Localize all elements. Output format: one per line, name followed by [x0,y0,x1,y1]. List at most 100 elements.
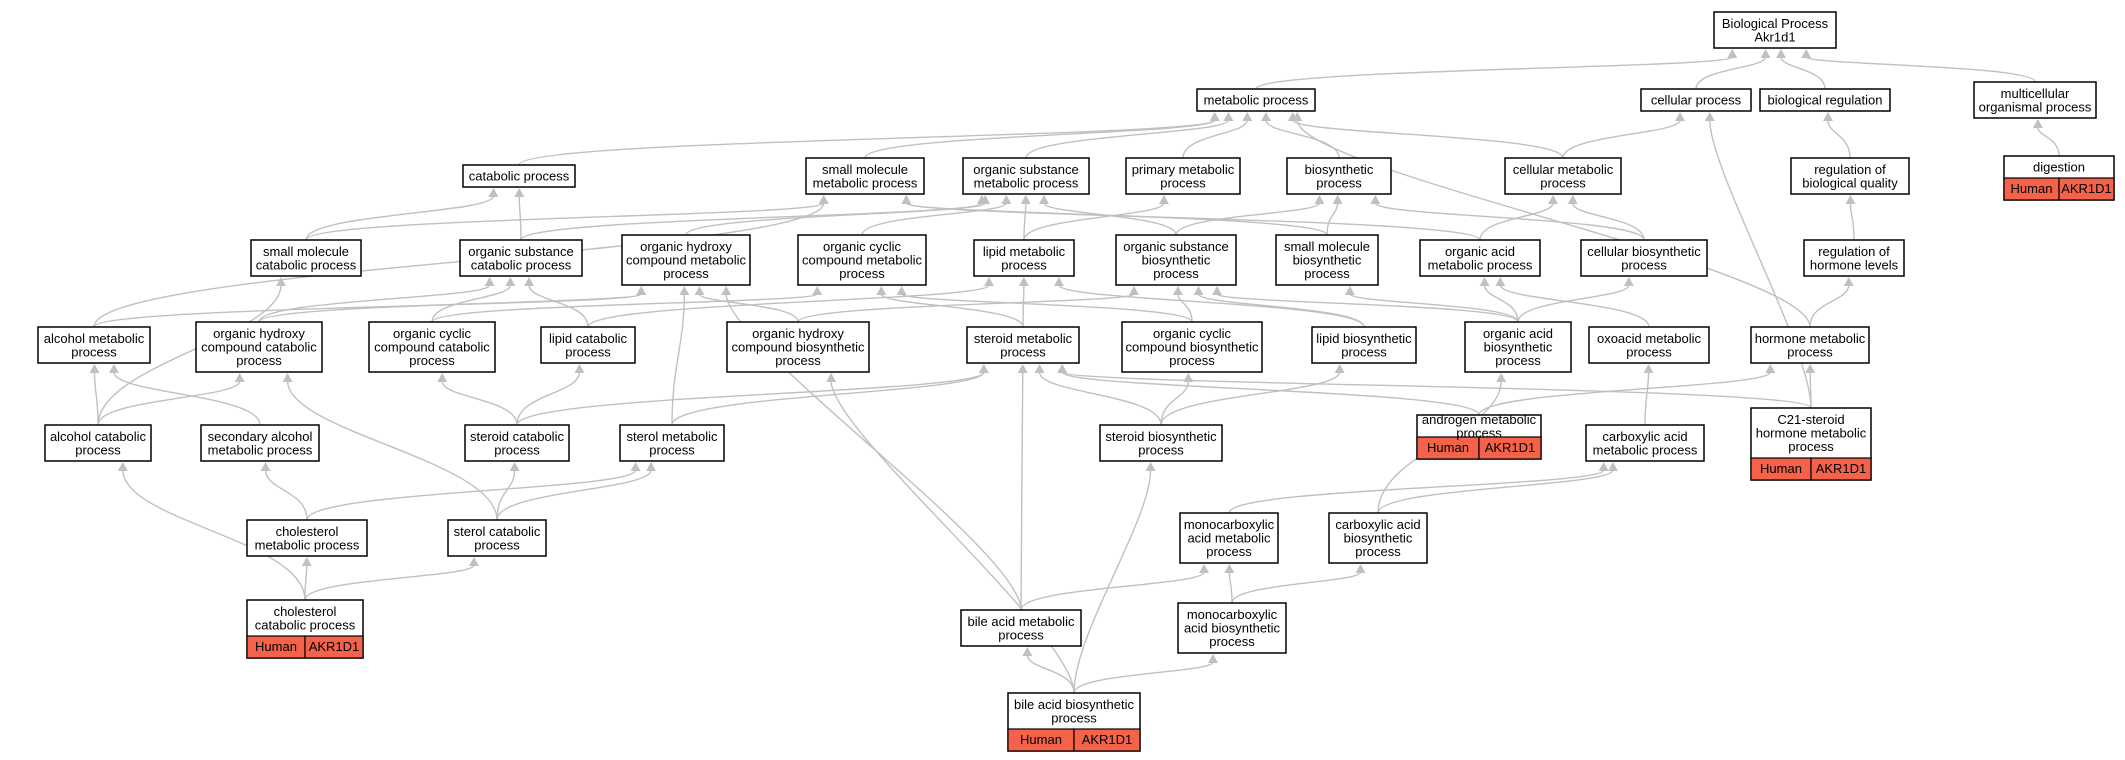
node-box [1504,157,1622,195]
edge-line [1644,371,1650,426]
edge-line [258,284,491,323]
go-term-node[interactable]: cellular process [1640,88,1752,112]
node-label-line: compound catabolic [374,340,490,355]
edge-arrowhead [901,195,912,204]
node-label-line: metabolic process [1593,442,1698,457]
edge-line [864,119,1216,159]
node-label-line: process [494,442,540,457]
node-label-line: biosynthetic [1305,162,1374,177]
edge-line [1827,119,1851,159]
edge-line [880,293,1024,328]
node-label-line: process [1304,266,1350,281]
edge-line [1517,284,1630,323]
edge-line [305,202,825,241]
edge-arrowhead [574,364,585,373]
edge-arrowhead [1212,286,1223,295]
edge-arrowhead [276,277,287,286]
node-box [1125,157,1241,195]
node-box [246,519,368,557]
node-label-line: process [474,537,520,552]
node-label-line: Biological Process [1722,16,1829,31]
edge-arrowhead [509,462,520,471]
edge-line [496,469,652,521]
edge-arrowhead [1805,364,1816,373]
node-label-line: biological quality [1802,175,1898,190]
edge-arrowhead [1332,195,1343,204]
edge-line [1025,119,1230,159]
edge-line [97,284,282,426]
edge-line [1061,371,1812,409]
node-label-line: process [775,353,821,368]
edge-arrowhead [488,188,499,197]
gene-label: AKR1D1 [1816,461,1867,476]
edge-arrowhead [636,286,647,295]
go-term-node[interactable]: biological regulation [1759,88,1891,112]
edge-line [93,371,99,426]
go-term-node[interactable]: metabolic process [1196,88,1316,112]
edge-line [2037,126,2060,157]
edge-line [1182,119,1248,159]
edge-arrowhead [1727,49,1738,58]
node-box [1177,602,1287,654]
edge-arrowhead [1129,286,1139,295]
node-box [726,321,870,373]
edge-line [304,564,308,601]
edge-arrowhead [1158,195,1169,204]
node-label-line: small molecule [822,162,908,177]
edge-arrowhead [1344,286,1355,295]
node-label-line: catabolic process [471,257,572,272]
node-box [1179,512,1279,564]
edge-line [1020,371,1024,611]
edge-line [830,380,1075,694]
node-label-line: process [1621,257,1667,272]
go-term-node[interactable]: catabolic process [462,164,576,188]
edge-arrowhead [524,277,535,286]
